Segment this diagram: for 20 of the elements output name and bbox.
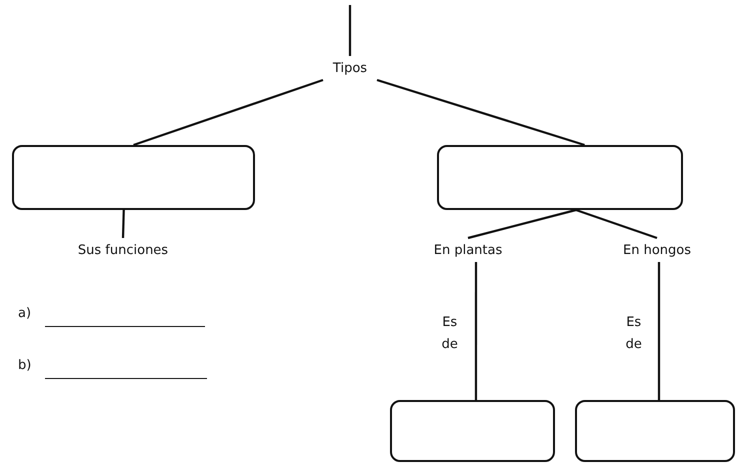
connector-line [122, 210, 125, 238]
item-letter: b) [18, 358, 32, 373]
connector-line [348, 5, 352, 56]
connector-line [133, 78, 324, 146]
empty-box [390, 400, 555, 462]
item-letter: a) [18, 306, 32, 321]
empty-box [437, 145, 683, 210]
connector-line [576, 208, 658, 240]
empty-box [575, 400, 735, 462]
node-label: Tipos [320, 56, 380, 80]
edge-label: Es de [440, 314, 459, 354]
node-label: En plantas [418, 238, 518, 262]
edge-label: Es de [624, 314, 643, 354]
empty-box [12, 145, 255, 210]
connector-line [376, 78, 585, 146]
connector-line [468, 208, 576, 240]
node-label: Sus funciones [63, 238, 183, 262]
node-label: En hongos [607, 238, 707, 262]
connector-line [658, 262, 660, 400]
connector-line [474, 262, 478, 400]
